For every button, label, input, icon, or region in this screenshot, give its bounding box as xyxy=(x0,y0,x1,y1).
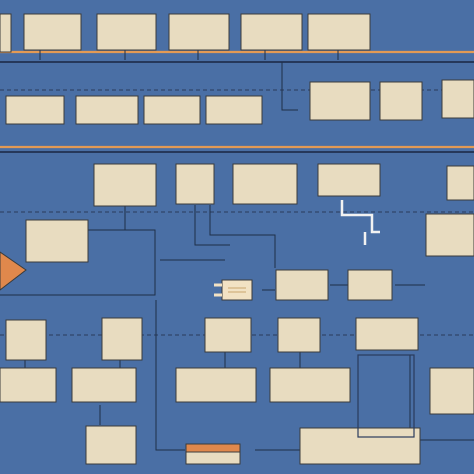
wire-18 xyxy=(155,300,185,451)
block-r4-c xyxy=(347,269,393,301)
accents xyxy=(0,251,415,453)
block-r5-e xyxy=(355,317,419,351)
block-r1-c xyxy=(96,13,157,51)
block-r2-a xyxy=(5,95,65,125)
block-r4-b xyxy=(275,269,329,301)
block-r5-b xyxy=(101,317,143,361)
block-r2-d xyxy=(205,95,263,125)
block-r7-a xyxy=(85,425,137,465)
block-r6-e xyxy=(429,367,474,415)
wire-6 xyxy=(281,62,298,111)
wire-9 xyxy=(194,205,230,246)
selection-frame xyxy=(357,354,415,438)
block-r6-a xyxy=(0,367,57,403)
block-r3-d xyxy=(317,163,381,197)
block-r5-a xyxy=(5,319,47,361)
block-r4-d xyxy=(425,213,474,257)
block-r5-d xyxy=(277,317,321,353)
orange-arrow-shape xyxy=(0,251,27,291)
orange-tab-shape xyxy=(185,443,241,453)
block-r3-b xyxy=(175,163,215,205)
block-r6-b xyxy=(71,367,137,403)
block-r3-a xyxy=(93,163,157,207)
block-r6-d xyxy=(269,367,351,403)
white-connector xyxy=(340,200,380,245)
block-r2-e xyxy=(309,81,371,121)
wire-10 xyxy=(209,205,276,268)
boxes xyxy=(0,13,474,465)
block-r2-c xyxy=(143,95,201,125)
block-r1-b xyxy=(23,13,82,51)
block-r3-e xyxy=(446,165,474,201)
block-r7-c xyxy=(299,427,421,465)
block-r2-b xyxy=(75,95,139,125)
block-r1-f xyxy=(307,13,371,51)
block-r6-c xyxy=(175,367,257,403)
block-r4-a xyxy=(25,219,89,263)
wire-8 xyxy=(0,229,156,296)
block-r2-f xyxy=(379,81,423,121)
block-r3-c xyxy=(232,163,298,205)
plug-icon xyxy=(214,279,253,301)
block-r1-a xyxy=(0,13,12,53)
block-r1-d xyxy=(168,13,230,51)
block-r1-e xyxy=(240,13,303,51)
block-r2-g xyxy=(441,79,474,119)
block-r5-c xyxy=(204,317,252,353)
